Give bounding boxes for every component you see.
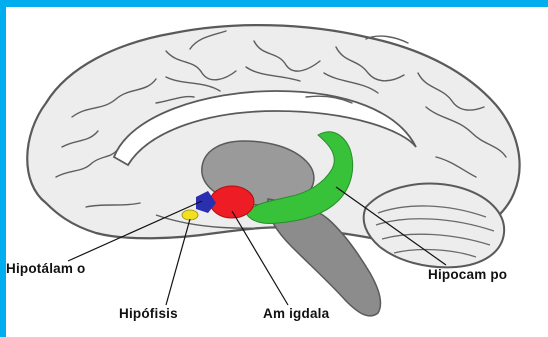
brain-illustration (6, 7, 548, 337)
diagram-frame: Hipotálam o Hipófisis Am igdala Hipocam … (6, 7, 548, 337)
label-hipocampo: Hipocam po (428, 267, 507, 282)
pituitary (182, 210, 198, 220)
label-amigdala: Am igdala (263, 306, 329, 321)
label-hipotalamo: Hipotálam o (6, 261, 85, 276)
amygdala (210, 186, 254, 218)
label-hipofisis: Hipófisis (119, 306, 178, 321)
